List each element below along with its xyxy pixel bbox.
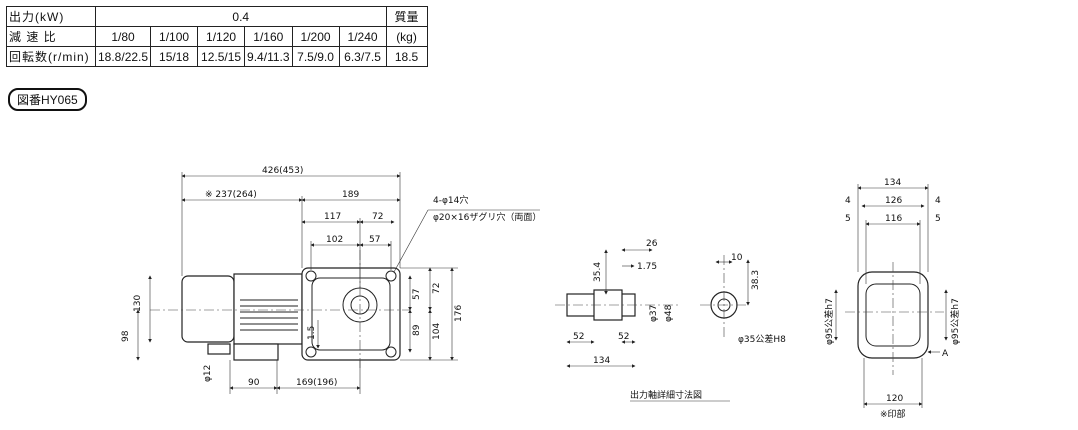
ratio-cell: 1/100 — [150, 26, 199, 47]
speed-cell: 9.4/11.3 — [244, 46, 293, 67]
speed-cell: 7.5/9.0 — [291, 46, 340, 67]
dim-57: 57 — [369, 235, 380, 245]
side-note: ※印部 — [880, 408, 906, 420]
mount-hole — [385, 346, 397, 358]
key-dim-10: 10 — [731, 253, 743, 263]
side-dim-116: 116 — [885, 214, 902, 224]
dim-1-5: 1.5 — [307, 326, 317, 340]
ratio-cell: 1/240 — [338, 26, 387, 47]
mount-hole — [305, 270, 317, 282]
side-arrow-a: A — [942, 349, 949, 359]
shaft-dim-1-75: 1.75 — [637, 262, 657, 272]
speed-cell: 6.3/7.5 — [338, 46, 387, 67]
speed-cell: 18.8/22.5 — [94, 46, 152, 67]
dim-98: 98 — [121, 330, 131, 342]
spec-table: 出力(kW) 0.4 質量 減 速 比 1/80 1/100 1/120 1/1… — [6, 6, 428, 67]
side-dim-126: 126 — [885, 196, 902, 206]
side-view: 134 126 4 4 116 5 5 φ95公差h7 φ95公差h7 A 12… — [823, 178, 961, 420]
shaft-dim-52b: 52 — [618, 332, 629, 342]
side-dim-4a: 4 — [845, 196, 851, 206]
key-dim-35h8: φ35公差H8 — [738, 333, 786, 345]
shaft-dim-134: 134 — [593, 356, 610, 366]
dim-phi12: φ12 — [203, 365, 213, 382]
side-dim-5b: 5 — [935, 214, 941, 224]
motor-body — [233, 273, 303, 345]
shaft-dim-35-4: 35.4 — [593, 262, 603, 282]
ratio-cell: 1/80 — [94, 26, 152, 47]
dim-motor-length: ※ 237(264) — [205, 190, 257, 200]
dim-117: 117 — [324, 212, 341, 222]
mass-value: 18.5 — [385, 46, 428, 67]
side-dim-95h7b: φ95公差h7 — [949, 298, 961, 345]
dim-overall: 426(453) — [262, 166, 303, 176]
shaft-dim-37: φ37 — [649, 305, 659, 322]
speed-label: 回転数(r/min) — [6, 46, 96, 67]
hole-note-1: 4-φ14穴 — [433, 194, 468, 206]
gearbox-flange — [311, 277, 391, 351]
dim-72v: 72 — [432, 283, 442, 294]
side-dim-134: 134 — [884, 178, 901, 188]
shaft-dim-26: 26 — [646, 239, 658, 249]
dim-gear-length: 189 — [342, 190, 359, 200]
dim-102: 102 — [326, 235, 343, 245]
dim-72: 72 — [372, 212, 383, 222]
key-dim-38-3: 38.3 — [751, 270, 761, 290]
front-view: 426(453) ※ 237(264) 189 117 72 102 57 4-… — [121, 166, 541, 394]
motor-fan-cover — [181, 275, 235, 343]
dim-57v: 57 — [412, 289, 422, 300]
speed-cell: 12.5/15 — [197, 46, 246, 67]
side-dim-5a: 5 — [845, 214, 851, 224]
shaft-dim-52a: 52 — [573, 332, 584, 342]
hole-note-2: φ20×16ザグリ穴（両面） — [433, 211, 541, 223]
mount-hole — [305, 346, 317, 358]
dim-104: 104 — [432, 323, 442, 340]
shaft-detail-view: 26 1.75 35.4 φ37 φ48 52 52 134 10 38.3 φ… — [555, 239, 786, 402]
mount-hole — [385, 270, 397, 282]
dim-89: 89 — [412, 324, 422, 336]
table-row-ratio: 減 速 比 1/80 1/100 1/120 1/160 1/200 1/240… — [6, 26, 428, 47]
motor-fins — [240, 299, 298, 331]
detail-caption: 出力軸詳細寸法図 — [630, 389, 702, 401]
side-dim-95h7a: φ95公差h7 — [823, 298, 835, 345]
shaft-dim-48: φ48 — [664, 304, 674, 322]
table-row-speed: 回転数(r/min) 18.8/22.5 15/18 12.5/15 9.4/1… — [6, 46, 428, 67]
drawing-id-badge: 図番HY065 — [8, 88, 87, 111]
dim-169: 169(196) — [296, 378, 337, 388]
side-dim-4b: 4 — [935, 196, 941, 206]
dim-176: 176 — [454, 305, 464, 322]
motor-foot — [233, 343, 279, 361]
side-dim-120: 120 — [886, 394, 903, 404]
dim-90: 90 — [248, 378, 260, 388]
terminal-box — [207, 343, 231, 355]
gearbox-housing — [301, 267, 401, 361]
dim-130: 130 — [133, 295, 143, 312]
